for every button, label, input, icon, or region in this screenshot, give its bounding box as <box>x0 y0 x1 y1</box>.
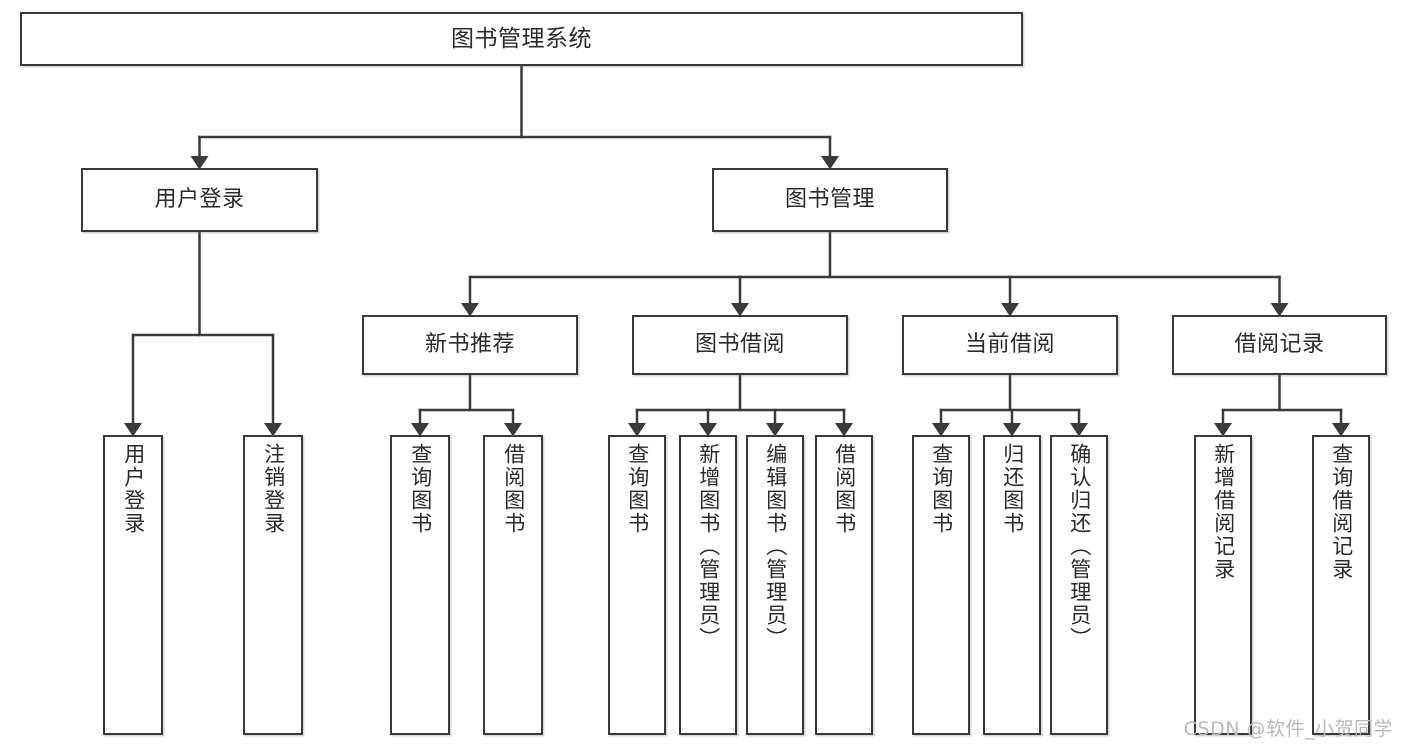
node-label: 用户登录 <box>121 443 146 535</box>
node-label: 查询借阅记录 <box>1329 443 1354 581</box>
leaf-node-g3-0[interactable]: 新增借阅记录 <box>1194 435 1252 735</box>
level2-node-3[interactable]: 借阅记录 <box>1172 315 1387 375</box>
root-node[interactable]: 图书管理系统 <box>20 12 1023 66</box>
node-label: 查询图书 <box>408 443 433 535</box>
node-label: 编辑图书（管理员） <box>763 443 788 650</box>
leaf-node-g2-0[interactable]: 查询图书 <box>912 435 970 735</box>
leaf-node-g1-2[interactable]: 编辑图书（管理员） <box>746 435 804 735</box>
level1-node-1[interactable]: 图书管理 <box>712 168 948 232</box>
leaf-node-user-1[interactable]: 注销登录 <box>243 435 303 735</box>
watermark: CSDN @软件_小贺同学 <box>1183 718 1393 740</box>
leaf-node-g1-3[interactable]: 借阅图书 <box>815 435 873 735</box>
node-label: 图书借阅 <box>694 332 785 357</box>
node-label: 借阅图书 <box>832 443 857 535</box>
node-label: 新书推荐 <box>424 332 515 357</box>
node-label: 借阅图书 <box>501 443 526 535</box>
node-label: 确认归还（管理员） <box>1067 443 1092 650</box>
node-label: 查询图书 <box>929 443 954 535</box>
level1-node-0[interactable]: 用户登录 <box>81 168 318 232</box>
leaf-node-g0-1[interactable]: 借阅图书 <box>483 435 543 735</box>
leaf-node-g0-0[interactable]: 查询图书 <box>390 435 450 735</box>
level2-node-2[interactable]: 当前借阅 <box>902 315 1118 375</box>
leaf-node-g2-2[interactable]: 确认归还（管理员） <box>1050 435 1108 735</box>
leaf-node-g1-1[interactable]: 新增图书（管理员） <box>679 435 737 735</box>
level2-node-1[interactable]: 图书借阅 <box>632 315 848 375</box>
node-label: 注销登录 <box>261 443 286 535</box>
node-label: 新增借阅记录 <box>1211 443 1236 581</box>
node-label: 新增图书（管理员） <box>696 443 721 650</box>
leaf-node-g2-1[interactable]: 归还图书 <box>983 435 1041 735</box>
node-label: 查询图书 <box>625 443 650 535</box>
node-label: 归还图书 <box>1000 443 1025 535</box>
level2-node-0[interactable]: 新书推荐 <box>362 315 578 375</box>
leaf-node-user-0[interactable]: 用户登录 <box>103 435 163 735</box>
node-label: 当前借阅 <box>964 332 1055 357</box>
leaf-node-g1-0[interactable]: 查询图书 <box>608 435 666 735</box>
node-label: 用户登录 <box>154 187 245 212</box>
node-label: 图书管理 <box>784 187 875 212</box>
leaf-node-g3-1[interactable]: 查询借阅记录 <box>1312 435 1370 735</box>
node-label: 图书管理系统 <box>451 25 592 52</box>
node-label: 借阅记录 <box>1234 332 1325 357</box>
